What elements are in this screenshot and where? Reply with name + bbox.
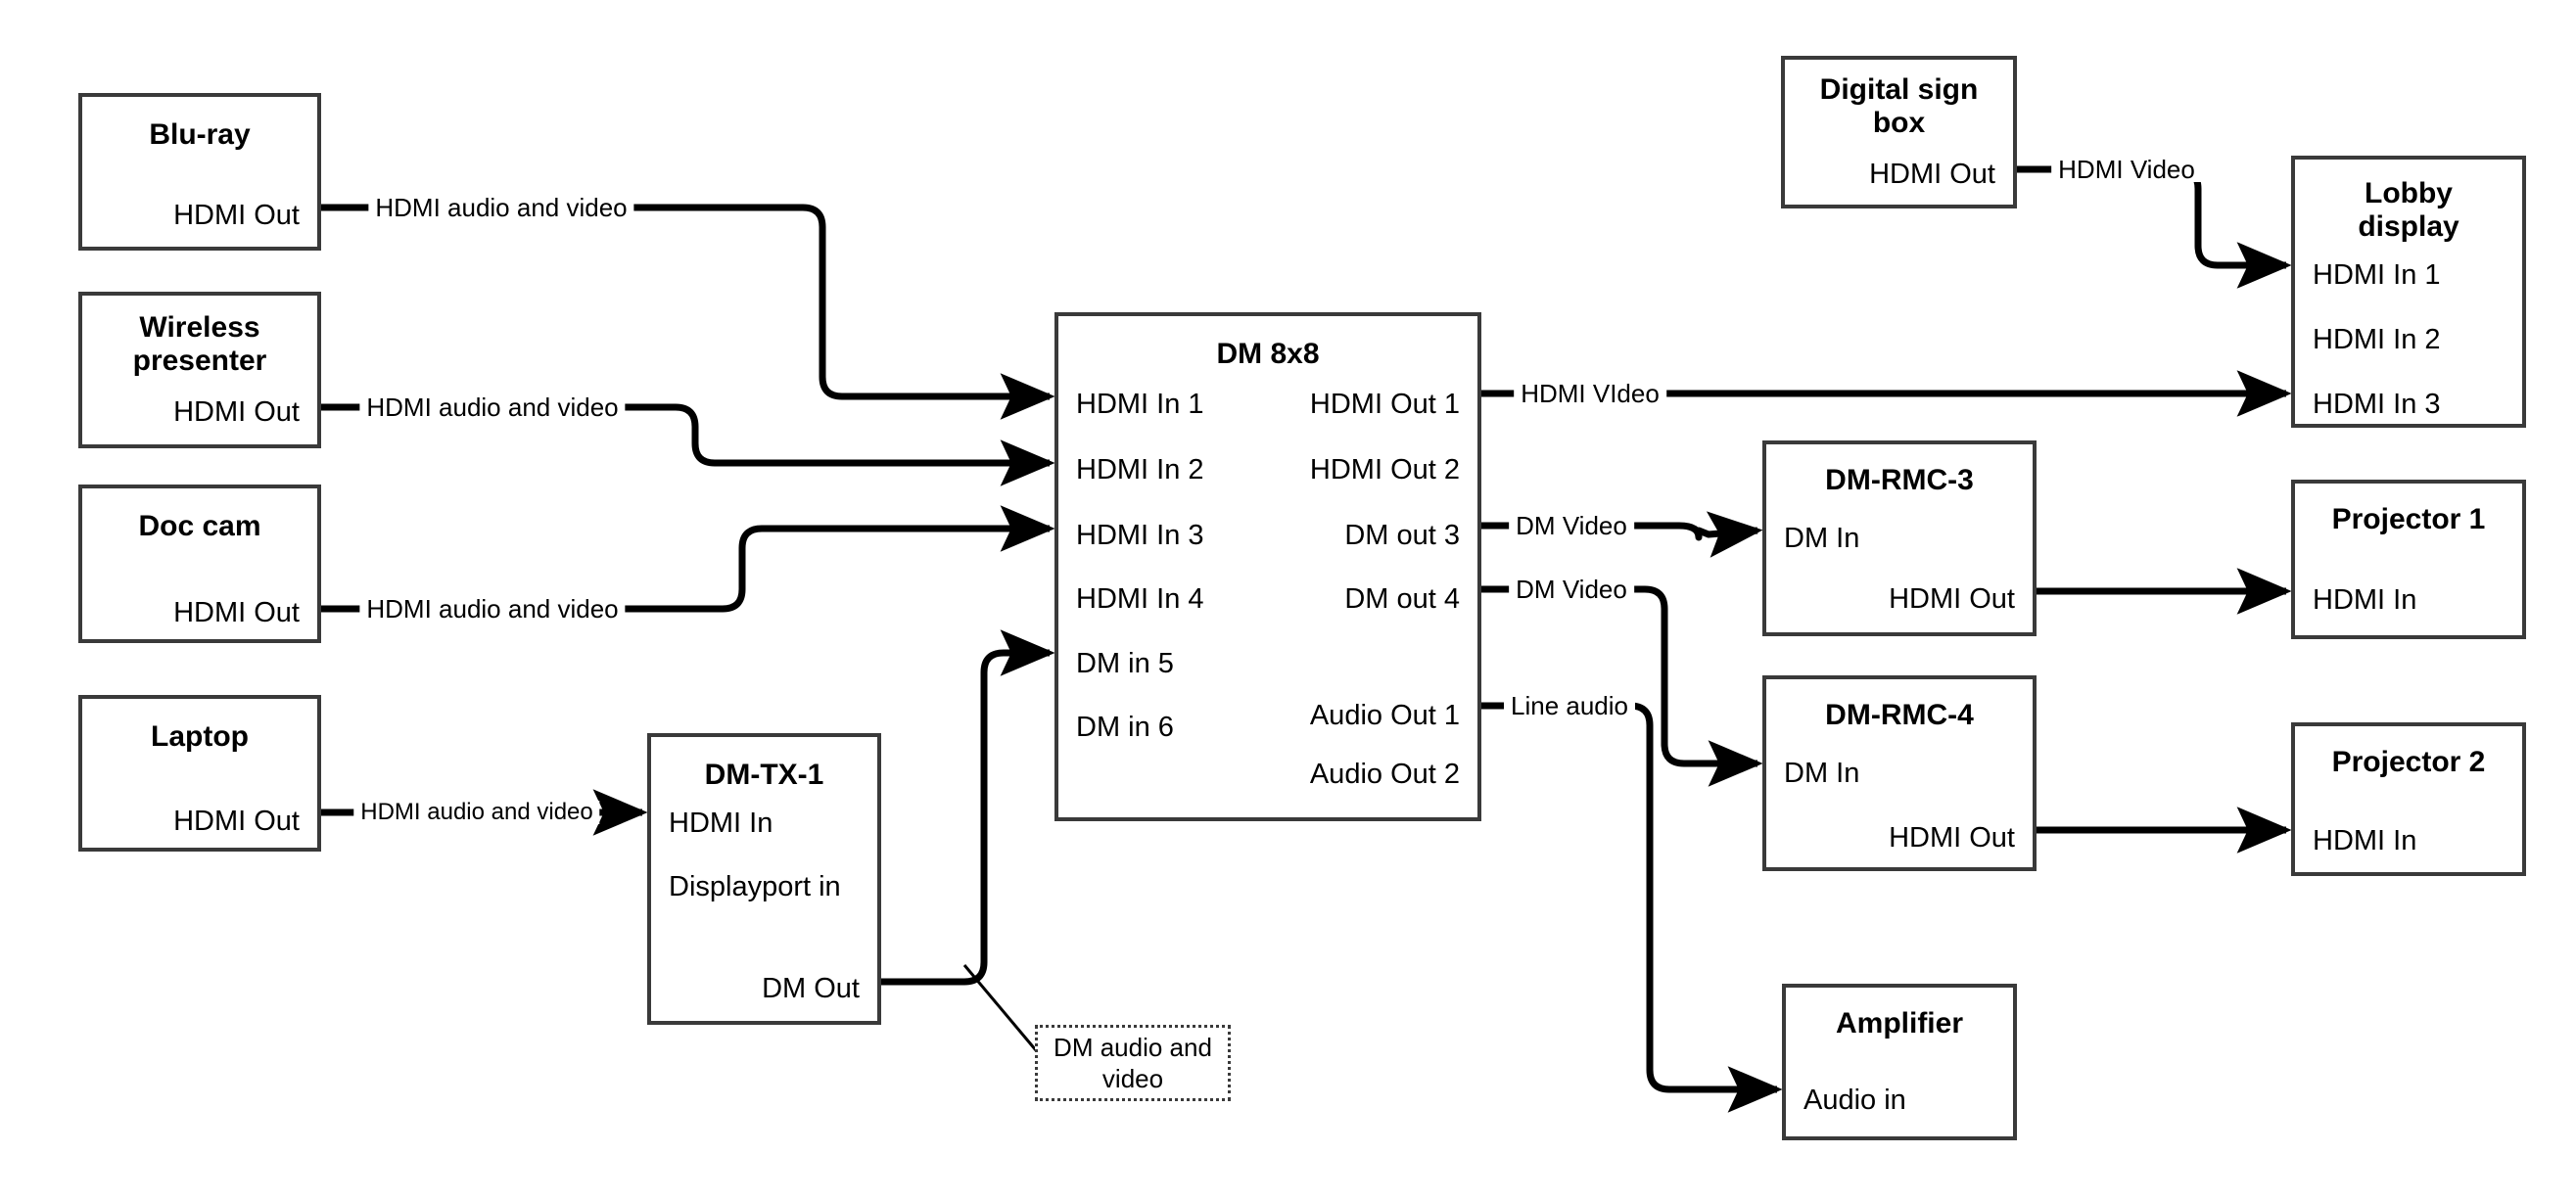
- annotation-text: DM audio and video: [1054, 1032, 1212, 1094]
- port-digital-sign-box-hdmi-out: HDMI Out: [1869, 159, 1995, 190]
- port-dm-8x8-audio-out-1: Audio Out 1: [1309, 700, 1460, 731]
- port-amplifier-audio-in: Audio in: [1803, 1085, 1906, 1116]
- node-title-digital-sign-box: Digital sign box: [1819, 73, 1979, 139]
- port-wireless-presenter-hdmi-out: HDMI Out: [173, 396, 300, 428]
- wire-dm8x8-to-amplifier: [1481, 702, 1783, 1113]
- port-projector-2-hdmi-in: HDMI In: [2313, 825, 2417, 856]
- node-title-dm-8x8: DM 8x8: [1216, 338, 1320, 370]
- node-title-blu-ray: Blu-ray: [149, 118, 251, 151]
- port-dm-8x8-hdmi-in-2: HDMI In 2: [1076, 454, 1204, 485]
- node-digital-sign-box[interactable]: Digital sign box HDMI Out: [1781, 56, 2017, 208]
- wire-dm8x8-to-rmc4: [1481, 585, 1763, 787]
- node-title-dm-rmc-4: DM-RMC-4: [1825, 699, 1974, 731]
- node-dm-rmc-3[interactable]: DM-RMC-3 DM In HDMI Out: [1762, 440, 2037, 636]
- wire-dmtx1-to-dm8x8: [881, 629, 1055, 986]
- node-title-dm-tx-1: DM-TX-1: [704, 759, 824, 791]
- node-projector-2[interactable]: Projector 2 HDMI In: [2291, 722, 2526, 876]
- port-dm-8x8-hdmi-in-4: HDMI In 4: [1076, 583, 1204, 615]
- node-projector-1[interactable]: Projector 1 HDMI In: [2291, 480, 2526, 639]
- node-lobby-display[interactable]: Lobby display HDMI In 1 HDMI In 2 HDMI I…: [2291, 156, 2526, 428]
- port-dm-rmc-3-hdmi-out: HDMI Out: [1889, 583, 2015, 615]
- port-dm-8x8-dm-in-5: DM in 5: [1076, 648, 1174, 679]
- wire-doccam-to-dm8x8: [321, 505, 1055, 613]
- port-dm-8x8-hdmi-out-2: HDMI Out 2: [1309, 454, 1460, 485]
- port-dm-8x8-hdmi-in-1: HDMI In 1: [1076, 389, 1204, 420]
- port-dm-tx-1-hdmi-in: HDMI In: [669, 808, 773, 839]
- wire-wireless-to-dm8x8: [321, 403, 1055, 486]
- node-dm-tx-1[interactable]: DM-TX-1 HDMI In Displayport in DM Out: [647, 733, 881, 1025]
- port-dm-8x8-dm-out-4: DM out 4: [1344, 583, 1460, 615]
- node-dm-rmc-4[interactable]: DM-RMC-4 DM In HDMI Out: [1762, 675, 2037, 871]
- node-doc-cam[interactable]: Doc cam HDMI Out: [78, 485, 321, 643]
- port-dm-8x8-dm-out-3: DM out 3: [1344, 520, 1460, 551]
- port-dm-rmc-4-hdmi-out: HDMI Out: [1889, 822, 2015, 854]
- port-projector-1-hdmi-in: HDMI In: [2313, 584, 2417, 616]
- wire-dm8x8-to-rmc3: [1481, 511, 1763, 558]
- port-dm-8x8-dm-in-6: DM in 6: [1076, 712, 1174, 743]
- port-dm-tx-1-dm-out: DM Out: [762, 973, 860, 1004]
- port-lobby-display-hdmi-in-2: HDMI In 2: [2313, 324, 2441, 355]
- leader-line-dm-audio-note: [962, 964, 1038, 1051]
- node-title-projector-1: Projector 1: [2331, 503, 2486, 535]
- port-lobby-display-hdmi-in-3: HDMI In 3: [2313, 389, 2441, 420]
- node-title-dm-rmc-3: DM-RMC-3: [1825, 464, 1974, 496]
- port-laptop-hdmi-out: HDMI Out: [173, 806, 300, 837]
- node-title-doc-cam: Doc cam: [138, 510, 261, 542]
- port-dm-rmc-3-dm-in: DM In: [1784, 523, 1860, 554]
- node-wireless-presenter[interactable]: Wireless presenter HDMI Out: [78, 292, 321, 448]
- port-doc-cam-hdmi-out: HDMI Out: [173, 597, 300, 628]
- wire-signbox-to-lobby: [2017, 165, 2292, 289]
- port-lobby-display-hdmi-in-1: HDMI In 1: [2313, 259, 2441, 291]
- port-dm-8x8-hdmi-out-1: HDMI Out 1: [1309, 389, 1460, 420]
- port-dm-rmc-4-dm-in: DM In: [1784, 758, 1860, 789]
- port-dm-8x8-audio-out-2: Audio Out 2: [1309, 759, 1460, 790]
- node-title-amplifier: Amplifier: [1835, 1007, 1964, 1039]
- port-dm-tx-1-displayport-in: Displayport in: [669, 871, 841, 902]
- annotation-dm-audio-and-video: DM audio and video: [1035, 1025, 1231, 1101]
- node-title-lobby-display: Lobby display: [2358, 177, 2459, 243]
- wire-bluray-to-dm8x8: [321, 204, 1055, 420]
- node-amplifier[interactable]: Amplifier Audio in: [1782, 984, 2017, 1140]
- port-blu-ray-hdmi-out: HDMI Out: [173, 200, 300, 231]
- port-dm-8x8-hdmi-in-3: HDMI In 3: [1076, 520, 1204, 551]
- node-title-projector-2: Projector 2: [2331, 746, 2486, 778]
- node-dm-8x8[interactable]: DM 8x8 HDMI In 1 HDMI In 2 HDMI In 3 HDM…: [1054, 312, 1481, 821]
- node-title-laptop: Laptop: [151, 720, 249, 753]
- node-laptop[interactable]: Laptop HDMI Out: [78, 695, 321, 852]
- node-title-wireless-presenter: Wireless presenter: [132, 311, 267, 377]
- node-blu-ray[interactable]: Blu-ray HDMI Out: [78, 93, 321, 251]
